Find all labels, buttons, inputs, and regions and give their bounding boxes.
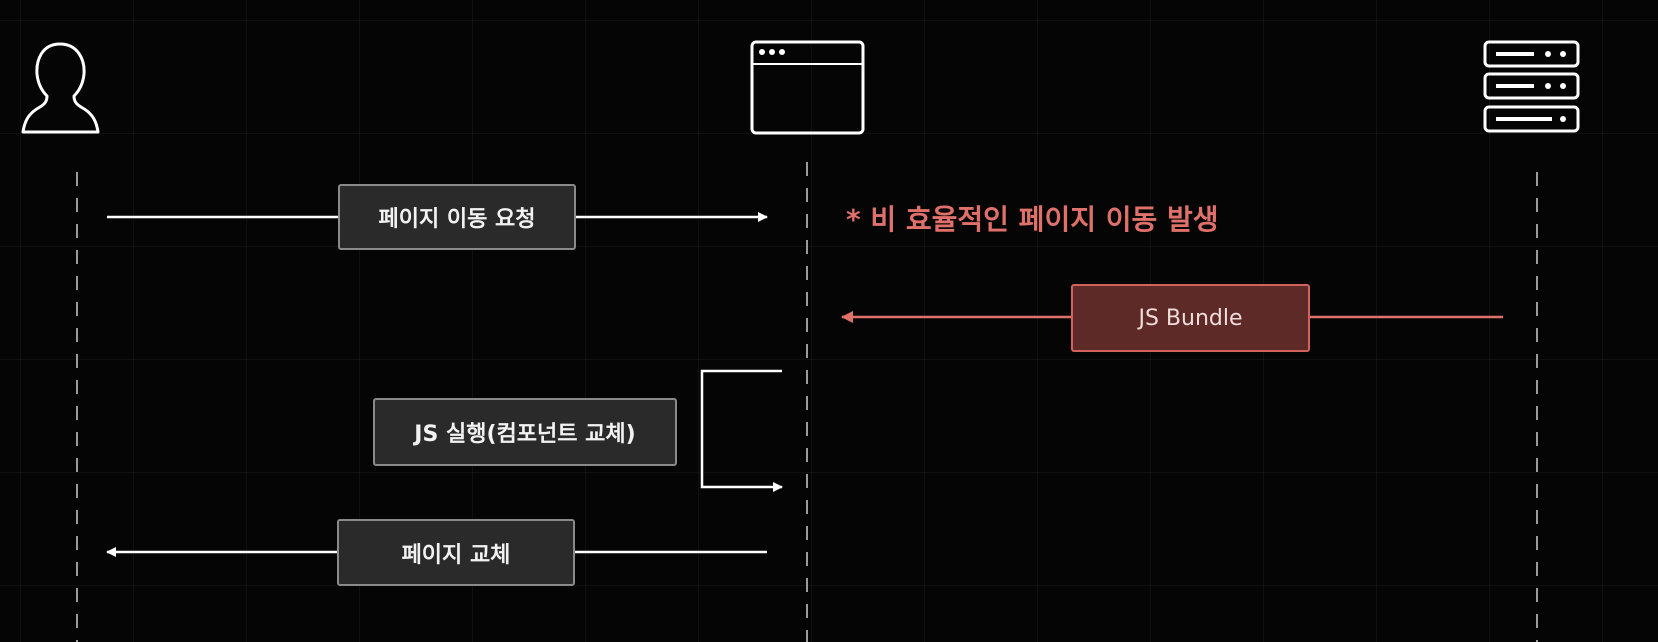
message-page-replace: 페이지 교체 (337, 519, 575, 586)
message-page-move-request: 페이지 이동 요청 (338, 184, 576, 250)
message-page-replace-label: 페이지 교체 (401, 542, 511, 568)
server-icon (1483, 40, 1580, 133)
user-icon (21, 42, 100, 134)
browser-window-icon (750, 40, 865, 135)
message-page-move-request-label: 페이지 이동 요청 (378, 207, 536, 232)
message-js-bundle-label: JS Bundle (1138, 305, 1243, 331)
message-js-bundle: JS Bundle (1071, 284, 1310, 352)
arrow-js-execute (700, 369, 783, 492)
inefficiency-note: * 비 효율적인 페이지 이동 발생 (846, 203, 1219, 236)
message-js-execute: JS 실행(컴포넌트 교체) (373, 398, 677, 466)
message-js-execute-label: JS 실행(컴포넌트 교체) (414, 422, 636, 447)
